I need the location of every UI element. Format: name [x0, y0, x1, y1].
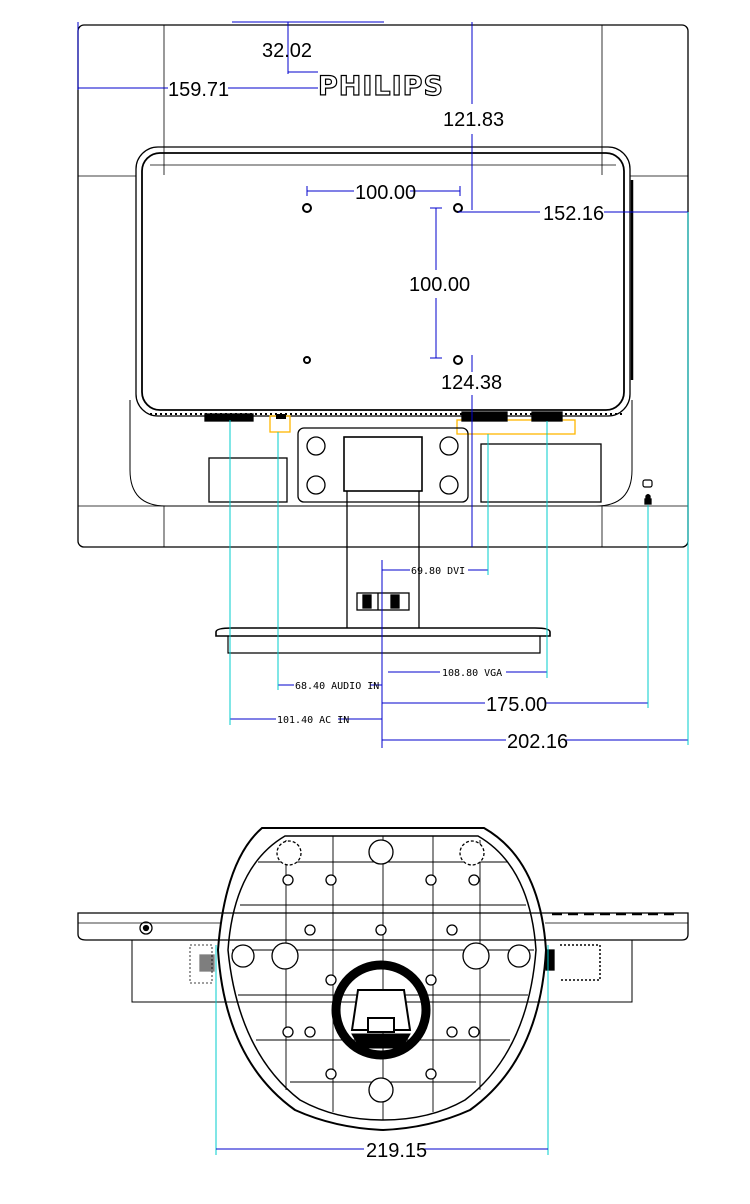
dim-logo-top: 32.02	[262, 40, 312, 62]
monitor-bottom-edge	[77, 912, 689, 941]
bottom-dimension-lines	[215, 945, 549, 1155]
dim-base-diameter: 219.15	[366, 1140, 427, 1162]
mount-hole	[302, 203, 312, 213]
dim-hole-spacing-v: 100.00	[409, 274, 470, 296]
dim-kensington: 175.00	[486, 694, 547, 716]
dim-half-width: 202.16	[507, 731, 568, 753]
dim-hole-top-offset: 121.83	[443, 109, 504, 131]
stand-neck	[343, 436, 423, 492]
mount-hole	[303, 356, 311, 364]
mount-hole	[453, 203, 463, 213]
rear-view	[77, 24, 689, 654]
rear-panel	[135, 146, 631, 417]
ac-in-port	[204, 413, 254, 422]
dim-logo-left: 159.71	[168, 79, 229, 101]
dim-hole-right-offset: 152.16	[543, 203, 604, 225]
rear-dimension-lines	[77, 21, 688, 748]
dim-vga: 108.80 VGA	[442, 668, 502, 679]
stand-neck-socket	[331, 960, 431, 1060]
rear-extension-lines	[229, 212, 689, 745]
dim-hole-spacing-h: 100.00	[355, 182, 416, 204]
dvi-vga-port-group	[456, 419, 576, 435]
dim-hole-bottom-offset: 124.38	[441, 372, 502, 394]
monitor-rear-housing	[77, 24, 689, 548]
dim-dvi: 69.80 DVI	[411, 566, 465, 577]
kensington-slot	[642, 479, 653, 488]
stand-mount-plate	[297, 427, 469, 503]
mount-hole	[453, 355, 463, 365]
bottom-view	[77, 827, 689, 1132]
dim-audio-in: 68.40 AUDIO IN	[295, 681, 379, 692]
brand-logo: PHILIPS	[318, 71, 444, 102]
dim-ac-in: 101.40 AC IN	[277, 715, 349, 726]
stand-base-bottom	[216, 827, 548, 1132]
stand-base	[215, 627, 551, 637]
